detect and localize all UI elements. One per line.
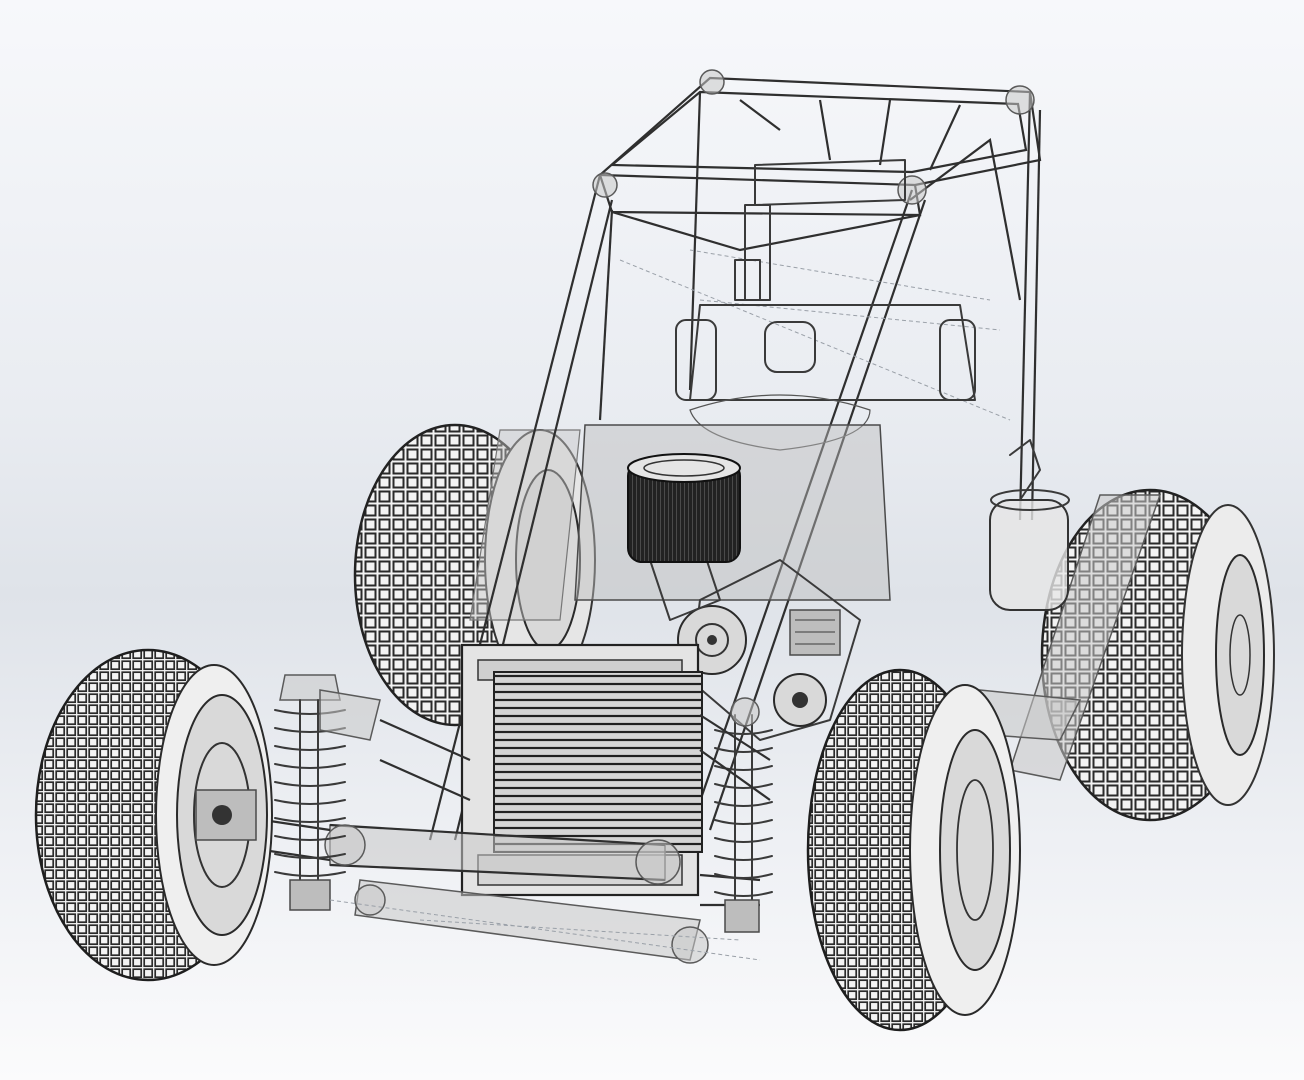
driver-seat[interactable] xyxy=(675,159,976,451)
air-filter[interactable] xyxy=(627,453,741,563)
front-left-tire[interactable] xyxy=(34,648,273,982)
rear-left-tire[interactable] xyxy=(353,423,596,727)
front-radius-rods xyxy=(329,714,771,961)
front-right-tire[interactable] xyxy=(806,668,1021,1032)
roll-cage[interactable] xyxy=(428,69,1042,841)
front-right-coilover[interactable] xyxy=(714,697,773,933)
rear-shock-reservoir[interactable] xyxy=(989,439,1070,611)
rear-right-tire[interactable] xyxy=(1040,488,1275,822)
front-left-coilover[interactable] xyxy=(274,674,381,911)
front-axle[interactable] xyxy=(229,813,761,964)
